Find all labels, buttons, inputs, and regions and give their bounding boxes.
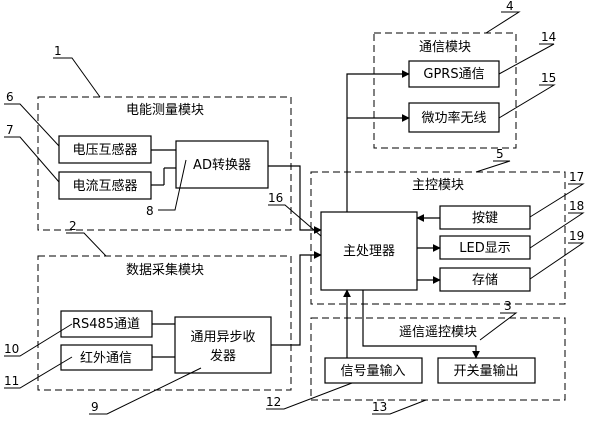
ref-18-leader — [529, 212, 585, 249]
acq-module-title: 数据采集模块 — [126, 262, 204, 278]
ref-9: 9 — [91, 400, 99, 414]
ref-11-leader — [4, 356, 73, 389]
ref-3-leader — [479, 312, 518, 341]
ref-9-leader — [89, 367, 202, 415]
storage-label: 存储 — [472, 273, 498, 288]
ref-10-leader — [4, 323, 73, 357]
energy-module-frame — [37, 96, 292, 231]
processor-to-gprs-arrow — [346, 70, 410, 212]
led-display-label: LED显示 — [459, 241, 510, 256]
ref-1-leader — [53, 57, 101, 98]
acq-module-frame — [37, 255, 292, 391]
remote-module-title: 遥信遥控模块 — [399, 325, 477, 340]
ref-12: 12 — [266, 395, 281, 409]
ref-2-leader — [66, 232, 107, 257]
signal-input-label: 信号量输入 — [340, 363, 405, 379]
ref-6-leader — [4, 103, 60, 147]
rs485-label: RS485通道 — [72, 317, 140, 332]
infrared-label: 红外通信 — [80, 350, 132, 366]
energy-module-title: 电能测量模块 — [126, 103, 204, 118]
ad-converter-label: AD转换器 — [193, 158, 251, 173]
remote-module-frame — [310, 317, 566, 401]
voltage-transformer-block — [58, 135, 152, 164]
key-label: 按键 — [472, 211, 498, 226]
ref-14: 14 — [541, 30, 556, 44]
comm-module-frame — [373, 32, 517, 149]
ref-13: 13 — [372, 400, 387, 414]
ref-16: 16 — [268, 191, 283, 205]
ref-5: 5 — [496, 147, 504, 161]
ref-15: 15 — [541, 71, 556, 85]
ref-16-leader — [268, 204, 322, 237]
ref-12-leader — [266, 382, 353, 410]
ref-17-leader — [529, 183, 585, 218]
ref-19: 19 — [569, 229, 584, 243]
ref-19-leader — [529, 242, 585, 280]
ref-4: 4 — [506, 0, 514, 13]
infrared-block — [60, 344, 153, 371]
ref-4-leader — [485, 11, 521, 34]
ref-10: 10 — [4, 342, 19, 356]
ref-1: 1 — [54, 44, 62, 58]
ref-7: 7 — [6, 123, 14, 137]
master-module-title: 主控模块 — [412, 178, 464, 193]
signal-input-block — [324, 357, 423, 384]
ref-8-leader — [158, 159, 187, 211]
uart-block — [174, 316, 272, 374]
ref-18: 18 — [569, 199, 584, 213]
ref-3: 3 — [504, 299, 512, 313]
ref-6: 6 — [6, 90, 14, 104]
rs485-block — [60, 310, 153, 338]
adc-to-processor-arrow — [268, 165, 322, 234]
main-processor-label: 主处理器 — [343, 244, 395, 259]
gprs-label: GPRS通信 — [423, 67, 484, 82]
ref-17: 17 — [569, 170, 584, 184]
voltage-transformer-label: 电压互感器 — [72, 142, 137, 158]
processor-to-switch-output-arrow — [362, 290, 480, 359]
ref-15-leader — [498, 84, 556, 119]
ref-7-leader — [4, 136, 60, 183]
uart-label-line2: 发器 — [210, 348, 236, 364]
ad-converter-block — [175, 140, 269, 189]
ref-13-leader — [372, 399, 427, 415]
switch-output-block — [437, 357, 536, 384]
ref-2: 2 — [69, 219, 77, 233]
uart-to-processor-arrow — [271, 251, 322, 346]
current-transformer-label: 电流互感器 — [72, 178, 137, 194]
master-module-frame — [310, 171, 566, 305]
ref-14-leader — [498, 43, 555, 75]
ref-11: 11 — [4, 374, 19, 388]
micropower-wireless-label: 微功率无线 — [421, 110, 486, 126]
comm-module-title: 通信模块 — [419, 40, 471, 55]
ref-8: 8 — [146, 204, 154, 218]
switch-output-label: 开关量输出 — [453, 363, 518, 379]
uart-label-line1: 通用异步收 — [190, 330, 255, 345]
ref-5-leader — [475, 160, 511, 173]
